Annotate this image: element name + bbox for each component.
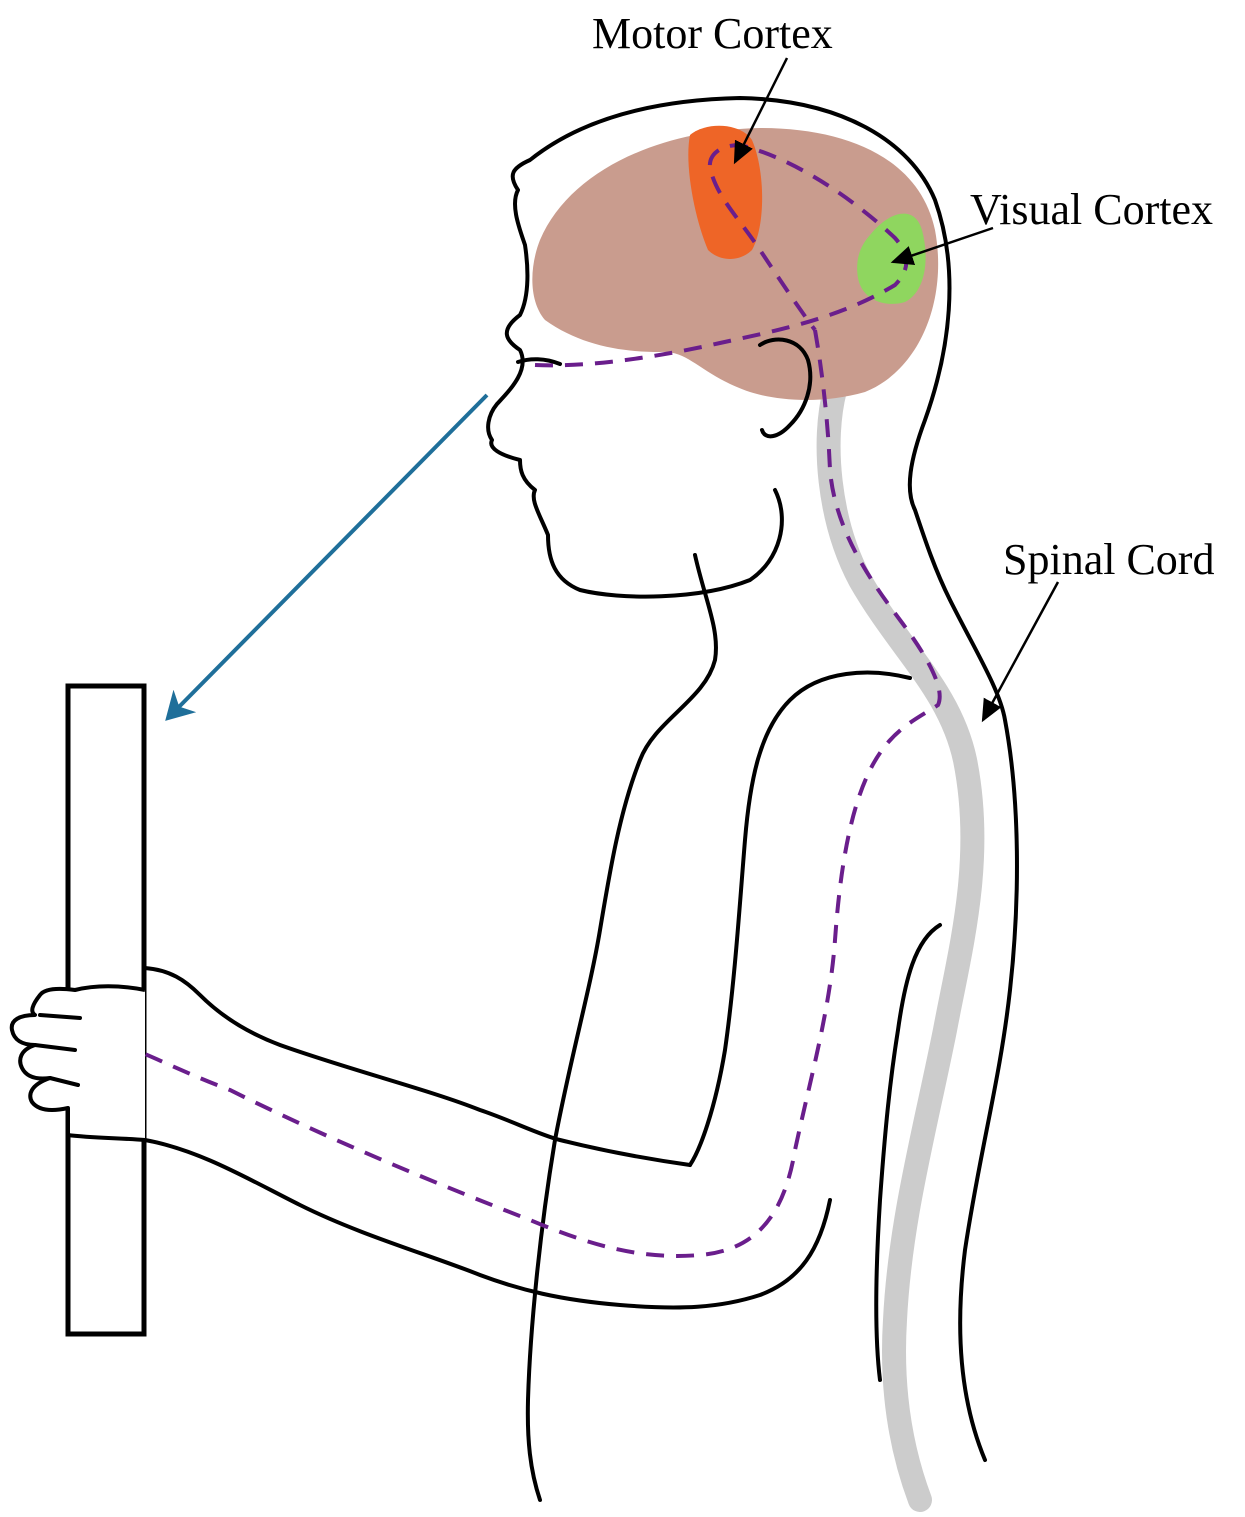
motor-cortex-label: Motor Cortex bbox=[592, 12, 833, 56]
arm-top bbox=[145, 968, 690, 1165]
spinal-cord bbox=[829, 390, 973, 1500]
spinal-cord-pointer bbox=[983, 582, 1058, 720]
shoulder-outline bbox=[690, 673, 910, 1165]
spinal-cord-label: Spinal Cord bbox=[1003, 538, 1214, 582]
hand bbox=[12, 986, 145, 1140]
visual-cortex-label: Visual Cortex bbox=[970, 188, 1213, 232]
gaze-arrow bbox=[168, 395, 487, 718]
arm-bottom bbox=[145, 1140, 830, 1308]
neck-front bbox=[528, 555, 716, 1500]
